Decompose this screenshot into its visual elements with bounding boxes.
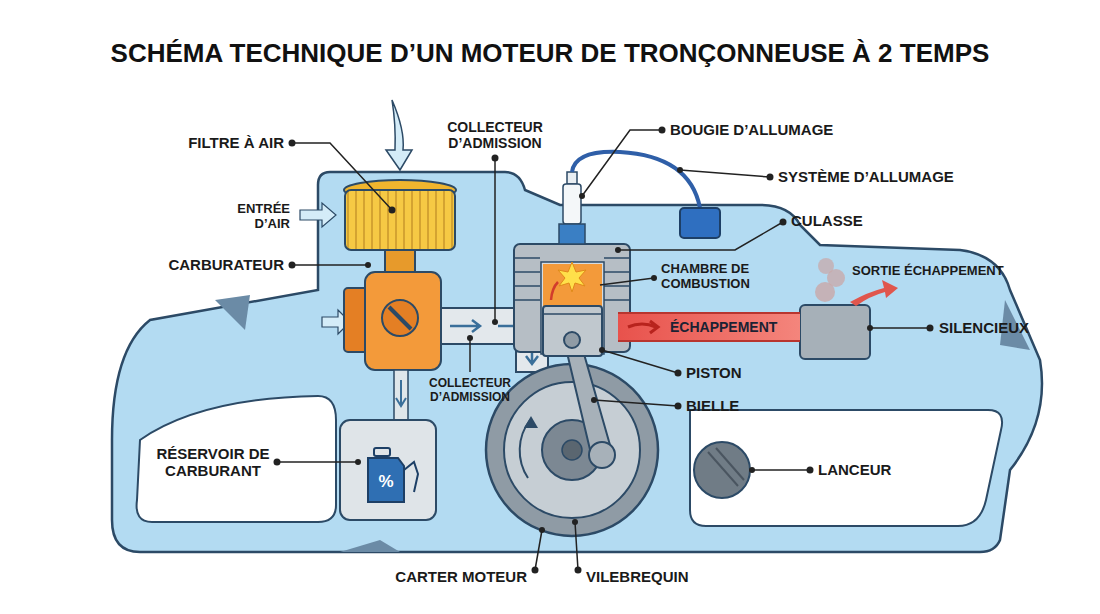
spark-plug-terminal xyxy=(567,172,577,184)
part-label: VILEBREQUIN xyxy=(586,568,689,585)
starter-detail xyxy=(716,448,744,480)
filter-neck xyxy=(385,250,415,272)
crank-pin xyxy=(589,442,615,468)
crankshaft-hub xyxy=(562,440,582,460)
crankcase xyxy=(486,364,658,536)
part-label: CULASSE xyxy=(791,212,863,229)
part-label: COLLECTEUR D’ADMISSION xyxy=(414,377,526,405)
housing-detail xyxy=(340,540,400,552)
spark-plug-hex xyxy=(559,224,585,244)
part-label: FILTRE À AIR xyxy=(188,134,284,151)
rotation-arrow xyxy=(520,420,530,478)
jerrycan-handle xyxy=(374,448,390,456)
ignition-wire xyxy=(572,152,700,208)
throttle-slot xyxy=(389,307,411,329)
carburetor xyxy=(365,272,441,370)
part-label: ENTRÉE D’AIR xyxy=(218,202,290,232)
air-arrow xyxy=(386,100,412,170)
handle-opening xyxy=(690,410,1002,526)
fuel-line xyxy=(394,370,408,420)
housing-detail xyxy=(215,295,250,330)
exhaust-pipe: ÉCHAPPEMENT xyxy=(618,312,800,342)
fuel-arrow xyxy=(396,380,406,406)
part-label: LANCEUR xyxy=(818,461,891,478)
starter xyxy=(694,442,750,498)
diagram-title: SCHÉMA TECHNIQUE D’UN MOTEUR DE TRONÇONN… xyxy=(0,38,1100,69)
part-label: BIELLE xyxy=(686,397,739,414)
leader-dots xyxy=(274,127,934,574)
exhaust-out-arrow xyxy=(850,280,898,306)
smoke xyxy=(818,258,834,274)
node-text: ÉCHAPPEMENT xyxy=(670,319,777,335)
part-label: RÉSERVOIR DE CARBURANT xyxy=(149,445,277,480)
spark-flash xyxy=(558,262,586,292)
part-label: COLLECTEUR D’ADMISSION xyxy=(425,119,565,151)
part-label: BOUGIE D’ALLUMAGE xyxy=(670,121,833,138)
air-arrow xyxy=(300,203,336,227)
part-label: SYSTÈME D’ALLUMAGE xyxy=(778,168,954,185)
handle-opening xyxy=(137,396,336,522)
jerrycan-nozzle xyxy=(404,462,418,492)
cylinder xyxy=(514,244,630,352)
part-label: % xyxy=(378,472,393,492)
throttle xyxy=(382,300,418,336)
spark-plug-insulator xyxy=(563,184,581,224)
part-label: PISTON xyxy=(686,364,742,381)
housing xyxy=(112,172,1042,552)
part-label: SORTIE ÉCHAPPEMENT xyxy=(852,264,1004,279)
rotation-arrow xyxy=(524,416,538,428)
part-label: CARTER MOTEUR xyxy=(395,568,527,585)
flow-arrow xyxy=(551,282,558,300)
exhaust-flow-arrow xyxy=(626,317,666,337)
leader-lines xyxy=(277,130,930,570)
fuel-tank xyxy=(340,420,436,520)
part-label: CHAMBRE DE COMBUSTION xyxy=(661,262,779,292)
intake-arrow xyxy=(450,320,480,332)
part-label: SILENCIEUX xyxy=(939,319,1029,336)
piston-pin xyxy=(564,332,580,348)
jerrycan-icon xyxy=(368,458,404,502)
piston-ring xyxy=(543,313,602,315)
air-filter xyxy=(345,190,455,250)
ignition-coil xyxy=(680,208,720,238)
piston xyxy=(543,306,602,356)
part-label: CARBURATEUR xyxy=(168,256,284,273)
muffler xyxy=(800,305,870,359)
connecting-rod xyxy=(564,340,612,458)
